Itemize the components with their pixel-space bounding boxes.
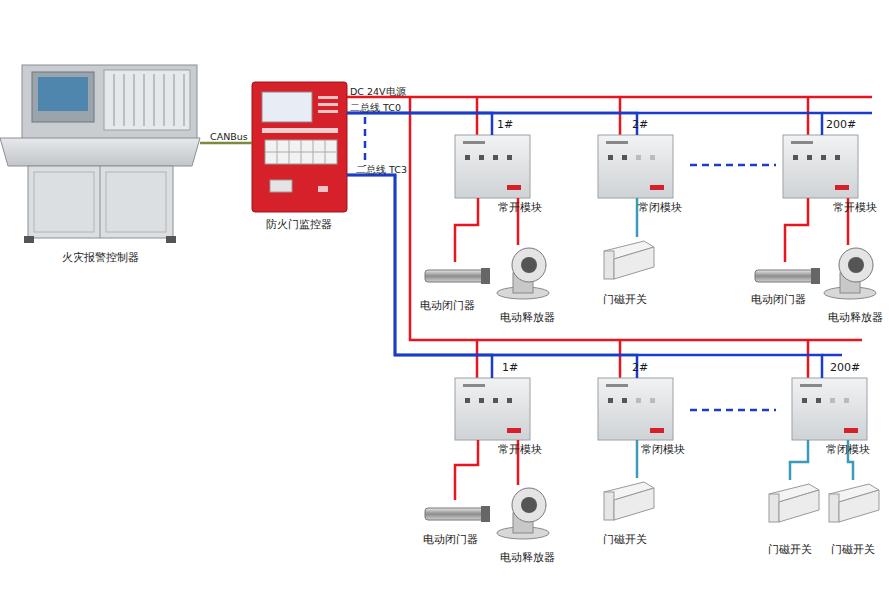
canbus-line bbox=[200, 142, 252, 145]
module-box: 1#常开模块 bbox=[455, 378, 530, 440]
node-label: 常闭模块 bbox=[826, 443, 870, 456]
wire-label: 二总线 TC0 bbox=[350, 102, 401, 113]
controller-console bbox=[0, 65, 200, 243]
node-label: 门磁开关 bbox=[603, 533, 647, 546]
node-label: 电动闭门器 bbox=[423, 533, 478, 546]
dashed-bus bbox=[365, 117, 776, 410]
door-switch-symbol bbox=[604, 241, 879, 522]
wire-label: 二总线 TC3 bbox=[356, 164, 407, 175]
node-label: 防火门监控器 bbox=[266, 218, 332, 231]
node-label: 门磁开关 bbox=[768, 543, 812, 556]
wire-label: DC 24V电源 bbox=[350, 86, 406, 97]
callout-number: 200# bbox=[826, 118, 856, 131]
device-wire bbox=[455, 440, 478, 500]
callout-number: 2# bbox=[632, 361, 648, 374]
door-closer: 电动闭门器 bbox=[425, 500, 490, 528]
callout-number: 2# bbox=[632, 118, 648, 131]
edge-label: CANBus bbox=[210, 131, 248, 142]
node-label: 电动闭门器 bbox=[420, 299, 475, 312]
callout-number: 1# bbox=[502, 361, 518, 374]
bus-line bbox=[347, 175, 492, 378]
callout-number: 200# bbox=[830, 361, 860, 374]
bus-line bbox=[347, 113, 822, 135]
module-box: 2#常闭模块 bbox=[598, 378, 673, 440]
bus-line bbox=[347, 175, 637, 378]
door-closer: 电动闭门器 bbox=[425, 262, 490, 290]
device-wire bbox=[455, 198, 478, 262]
device-wire bbox=[636, 198, 639, 237]
controller-unit: 火灾报警控制器 bbox=[0, 65, 200, 243]
node-label: 常闭模块 bbox=[638, 201, 682, 214]
releaser-symbol bbox=[497, 248, 876, 539]
node-label: 电动闭门器 bbox=[751, 293, 806, 306]
device-wire bbox=[790, 440, 808, 480]
door-closer-symbol bbox=[425, 268, 820, 522]
bus-line bbox=[347, 113, 637, 135]
door-closer: 电动闭门器 bbox=[755, 262, 820, 290]
door-releaser: 电动释放器 bbox=[822, 245, 882, 300]
callout-number: 1# bbox=[497, 118, 513, 131]
node-label: 电动释放器 bbox=[500, 551, 555, 564]
node-label: 常开模块 bbox=[498, 201, 542, 214]
bus-line bbox=[347, 175, 822, 378]
device-wire bbox=[785, 198, 808, 262]
door-releaser: 电动释放器 bbox=[495, 485, 555, 540]
node-label: 常开模块 bbox=[833, 201, 877, 214]
node-label: 门磁开关 bbox=[831, 543, 875, 556]
power-wire bbox=[347, 97, 872, 378]
door-releaser: 电动释放器 bbox=[495, 245, 555, 300]
node-label: 门磁开关 bbox=[603, 293, 647, 306]
door-switch: 门磁开关 bbox=[600, 237, 655, 285]
module-panels bbox=[455, 135, 867, 440]
module-box: 200#常闭模块 bbox=[792, 378, 867, 440]
node-label: 常闭模块 bbox=[641, 443, 685, 456]
module-box: 2#常闭模块 bbox=[598, 135, 673, 198]
door-switch: 门磁开关 bbox=[765, 480, 820, 528]
bus-line bbox=[347, 113, 492, 135]
monitor-cabinet bbox=[252, 82, 347, 212]
monitor-unit: 防火门监控器 bbox=[252, 82, 347, 212]
node-label: 常开模块 bbox=[498, 443, 542, 456]
door-switch: 门磁开关 bbox=[825, 480, 880, 528]
door-switch: 门磁开关 bbox=[600, 478, 655, 526]
device-wire bbox=[636, 440, 639, 478]
node-label: 电动释放器 bbox=[828, 311, 883, 324]
node-label: 电动释放器 bbox=[500, 311, 555, 324]
module-box: 1#常开模块 bbox=[455, 135, 530, 198]
module-box: 200#常开模块 bbox=[783, 135, 858, 198]
node-label: 火灾报警控制器 bbox=[62, 251, 139, 264]
